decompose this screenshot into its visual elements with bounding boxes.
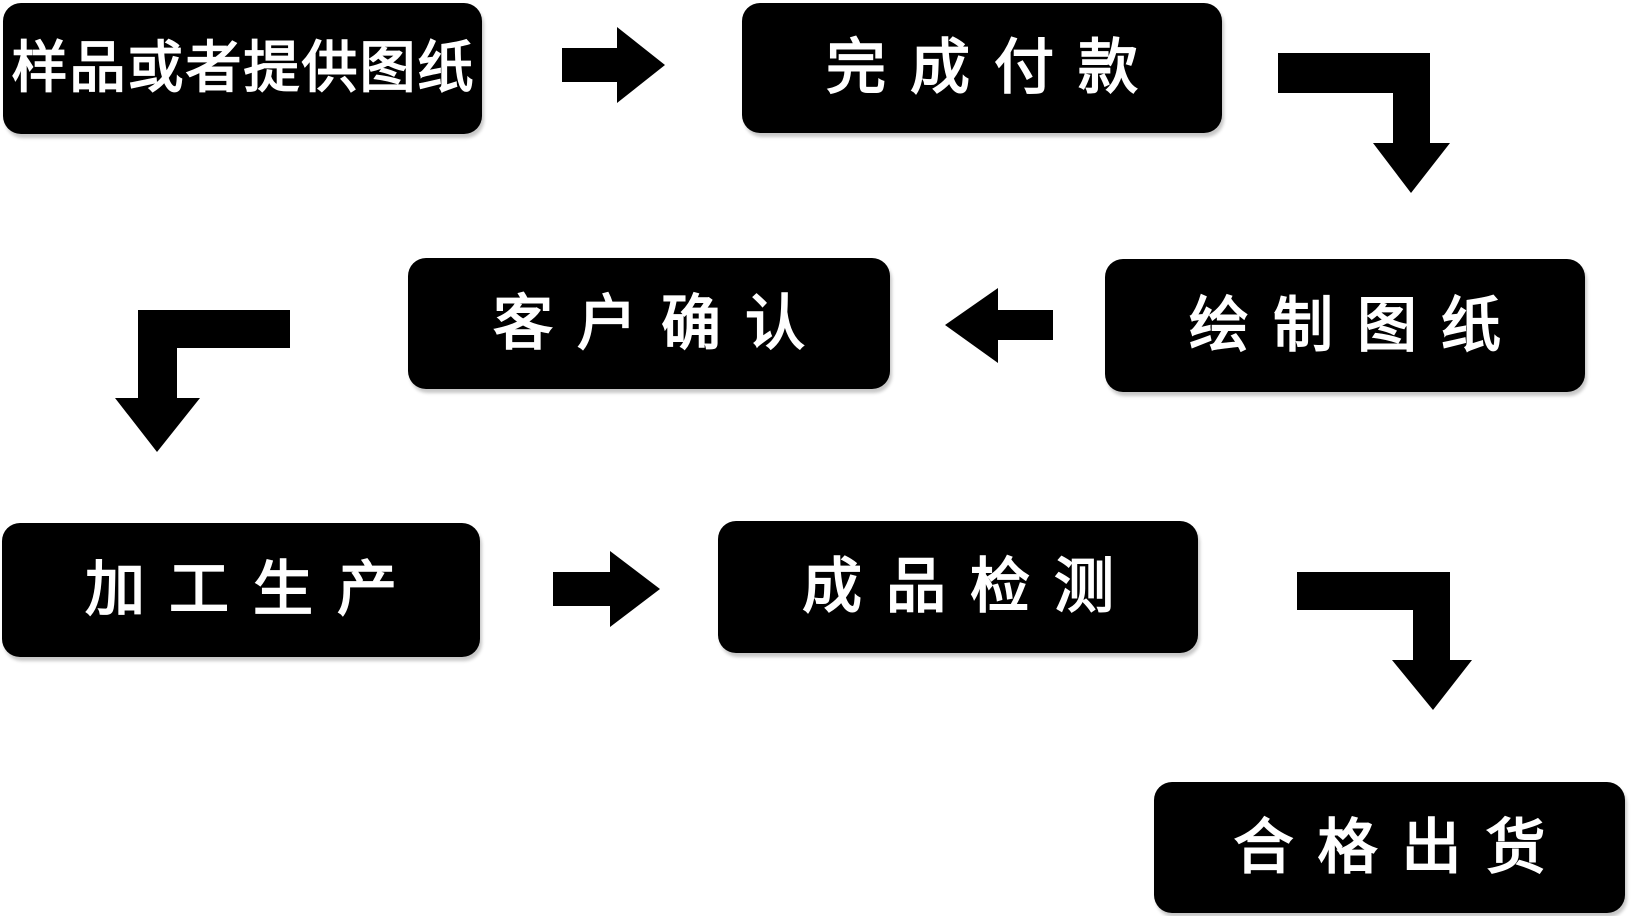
flow-node-sample-or-drawings: 样品或者提供图纸	[3, 3, 482, 134]
flow-node-complete-payment: 完成付款	[742, 3, 1222, 133]
node-label: 合格出货	[1233, 812, 1570, 883]
flow-node-customer-confirm: 客户确认	[408, 258, 890, 389]
node-label: 客户确认	[493, 288, 829, 359]
node-label: 加工生产	[85, 555, 421, 625]
node-label: 成品检测	[802, 552, 1138, 622]
flow-node-product-inspection: 成品检测	[718, 521, 1198, 653]
arrow-left-icon	[945, 288, 1053, 363]
node-label: 完成付款	[826, 33, 1162, 103]
node-label: 绘制图纸	[1189, 290, 1525, 361]
arrow-right-icon	[553, 551, 660, 627]
arrow-bend-down-right-icon	[1297, 572, 1472, 710]
flow-node-qualified-shipment: 合格出货	[1154, 782, 1625, 913]
flow-node-processing: 加工生产	[2, 523, 480, 657]
flow-node-draw-drawings: 绘制图纸	[1105, 259, 1585, 392]
node-label: 样品或者提供图纸	[11, 35, 476, 101]
arrow-bend-down-right-icon	[1278, 53, 1450, 193]
arrow-bend-down-left-icon	[115, 310, 290, 452]
arrow-right-icon	[562, 27, 665, 103]
